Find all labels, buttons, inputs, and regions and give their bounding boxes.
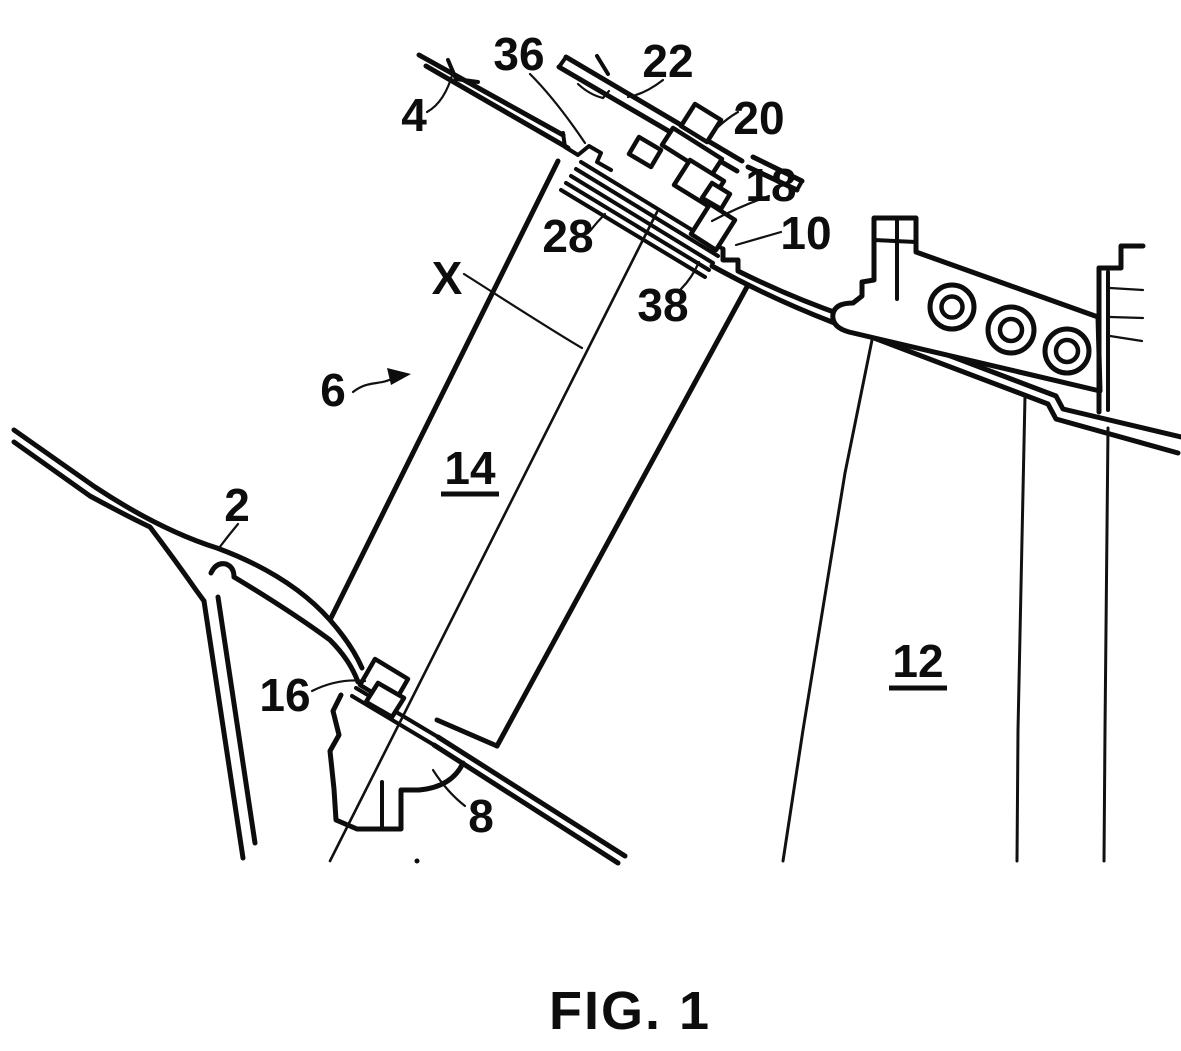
- ref-label-8: 8: [468, 790, 494, 842]
- ref-label-12: 12: [892, 635, 943, 687]
- casing-hook-step: [561, 131, 613, 172]
- ref-label-28: 28: [542, 210, 593, 262]
- ink-dot: [414, 858, 420, 864]
- lower-mount: [327, 656, 628, 866]
- ref-label-6: 6: [320, 364, 346, 416]
- right-casing-flange: [1096, 243, 1146, 415]
- ref-label-14: 14: [444, 442, 496, 494]
- ref-label-2: 2: [224, 479, 250, 531]
- inner-casing: [11, 427, 365, 861]
- ref-label-10: 10: [780, 207, 831, 259]
- ref-label-38: 38: [637, 279, 688, 331]
- ref-label-22: 22: [642, 35, 693, 87]
- hanger-flange: [830, 215, 1103, 394]
- figure-caption: FIG. 1: [549, 981, 711, 1041]
- ref-label-20: 20: [733, 92, 784, 144]
- leader-lines: [217, 70, 783, 864]
- vane-outline: [328, 158, 751, 749]
- reference-numerals: 36 22 4 20 18 10 28 38 X 6 14 2 16 8 12: [224, 28, 947, 842]
- retainer-strip: [556, 54, 805, 193]
- ref-label-4: 4: [401, 89, 427, 141]
- vane-axis-line: [328, 210, 659, 863]
- ref-label-18: 18: [745, 159, 796, 211]
- arrow-head-6: [387, 368, 411, 385]
- blade-lines: [781, 338, 1110, 863]
- ref-label-36: 36: [493, 28, 544, 80]
- axis-label-x: X: [432, 252, 463, 304]
- ref-label-16: 16: [259, 669, 310, 721]
